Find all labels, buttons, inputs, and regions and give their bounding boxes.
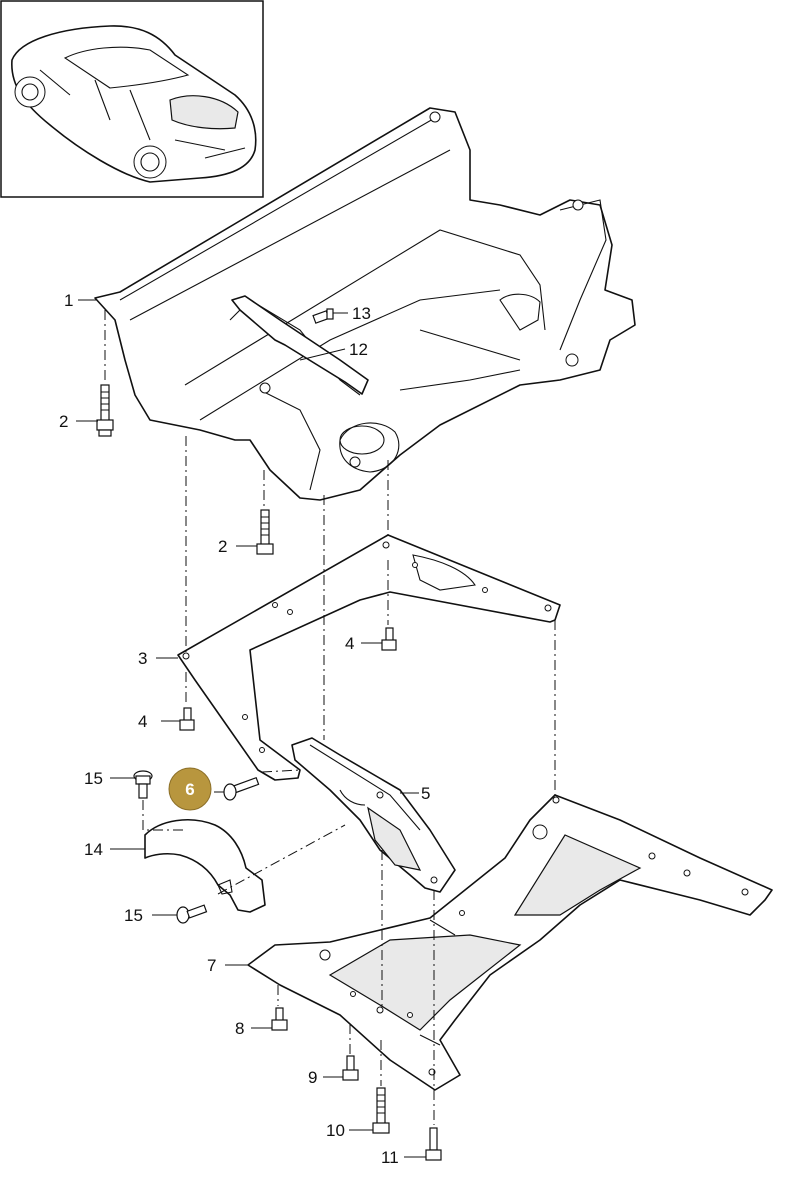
bolt-8 xyxy=(271,1007,288,1031)
callout-labels: 1 2 2 3 4 4 5 7 8 9 10 11 12 13 14 15 15 xyxy=(59,291,430,1167)
callout-1: 1 xyxy=(64,291,73,310)
highlighted-callout-6[interactable]: 6 xyxy=(168,767,212,811)
bolt-15-bottom xyxy=(176,904,208,924)
callout-14: 14 xyxy=(84,840,103,859)
callout-2-left: 2 xyxy=(59,412,68,431)
reinforcement-plate xyxy=(177,534,561,781)
vehicle-thumbnail xyxy=(0,0,264,198)
cable-strap xyxy=(231,295,369,395)
heat-shield xyxy=(144,819,266,913)
callout-15-bottom: 15 xyxy=(124,906,143,925)
mounting-bracket xyxy=(291,737,456,893)
callout-5: 5 xyxy=(421,784,430,803)
callout-8: 8 xyxy=(235,1019,244,1038)
bolt-9 xyxy=(342,1055,359,1081)
callout-12: 12 xyxy=(349,340,368,359)
callout-9: 9 xyxy=(308,1068,317,1087)
callout-2-center: 2 xyxy=(218,537,227,556)
callout-10: 10 xyxy=(326,1121,345,1140)
callout-6-label: 6 xyxy=(185,780,194,799)
callout-3: 3 xyxy=(138,649,147,668)
callout-7: 7 xyxy=(207,956,216,975)
callout-13: 13 xyxy=(352,304,371,323)
callout-15-top: 15 xyxy=(84,769,103,788)
callout-11: 11 xyxy=(381,1148,399,1167)
bolt-4-right xyxy=(381,627,397,651)
bolt-15-top xyxy=(133,770,153,799)
callout-4-right: 4 xyxy=(345,634,354,653)
bolt-11 xyxy=(425,1127,442,1161)
bolt-2-left xyxy=(96,384,114,437)
bolt-13 xyxy=(312,308,334,324)
bolt-2-center xyxy=(256,509,274,555)
underbody-panel xyxy=(247,794,773,1091)
bolt-10 xyxy=(372,1087,390,1134)
alignment-lines xyxy=(104,310,556,1125)
front-axle-subframe xyxy=(94,107,636,501)
leader-lines xyxy=(76,299,426,1158)
bolt-4-left xyxy=(179,707,195,731)
bolt-6 xyxy=(223,776,260,801)
callout-4-left: 4 xyxy=(138,712,147,731)
